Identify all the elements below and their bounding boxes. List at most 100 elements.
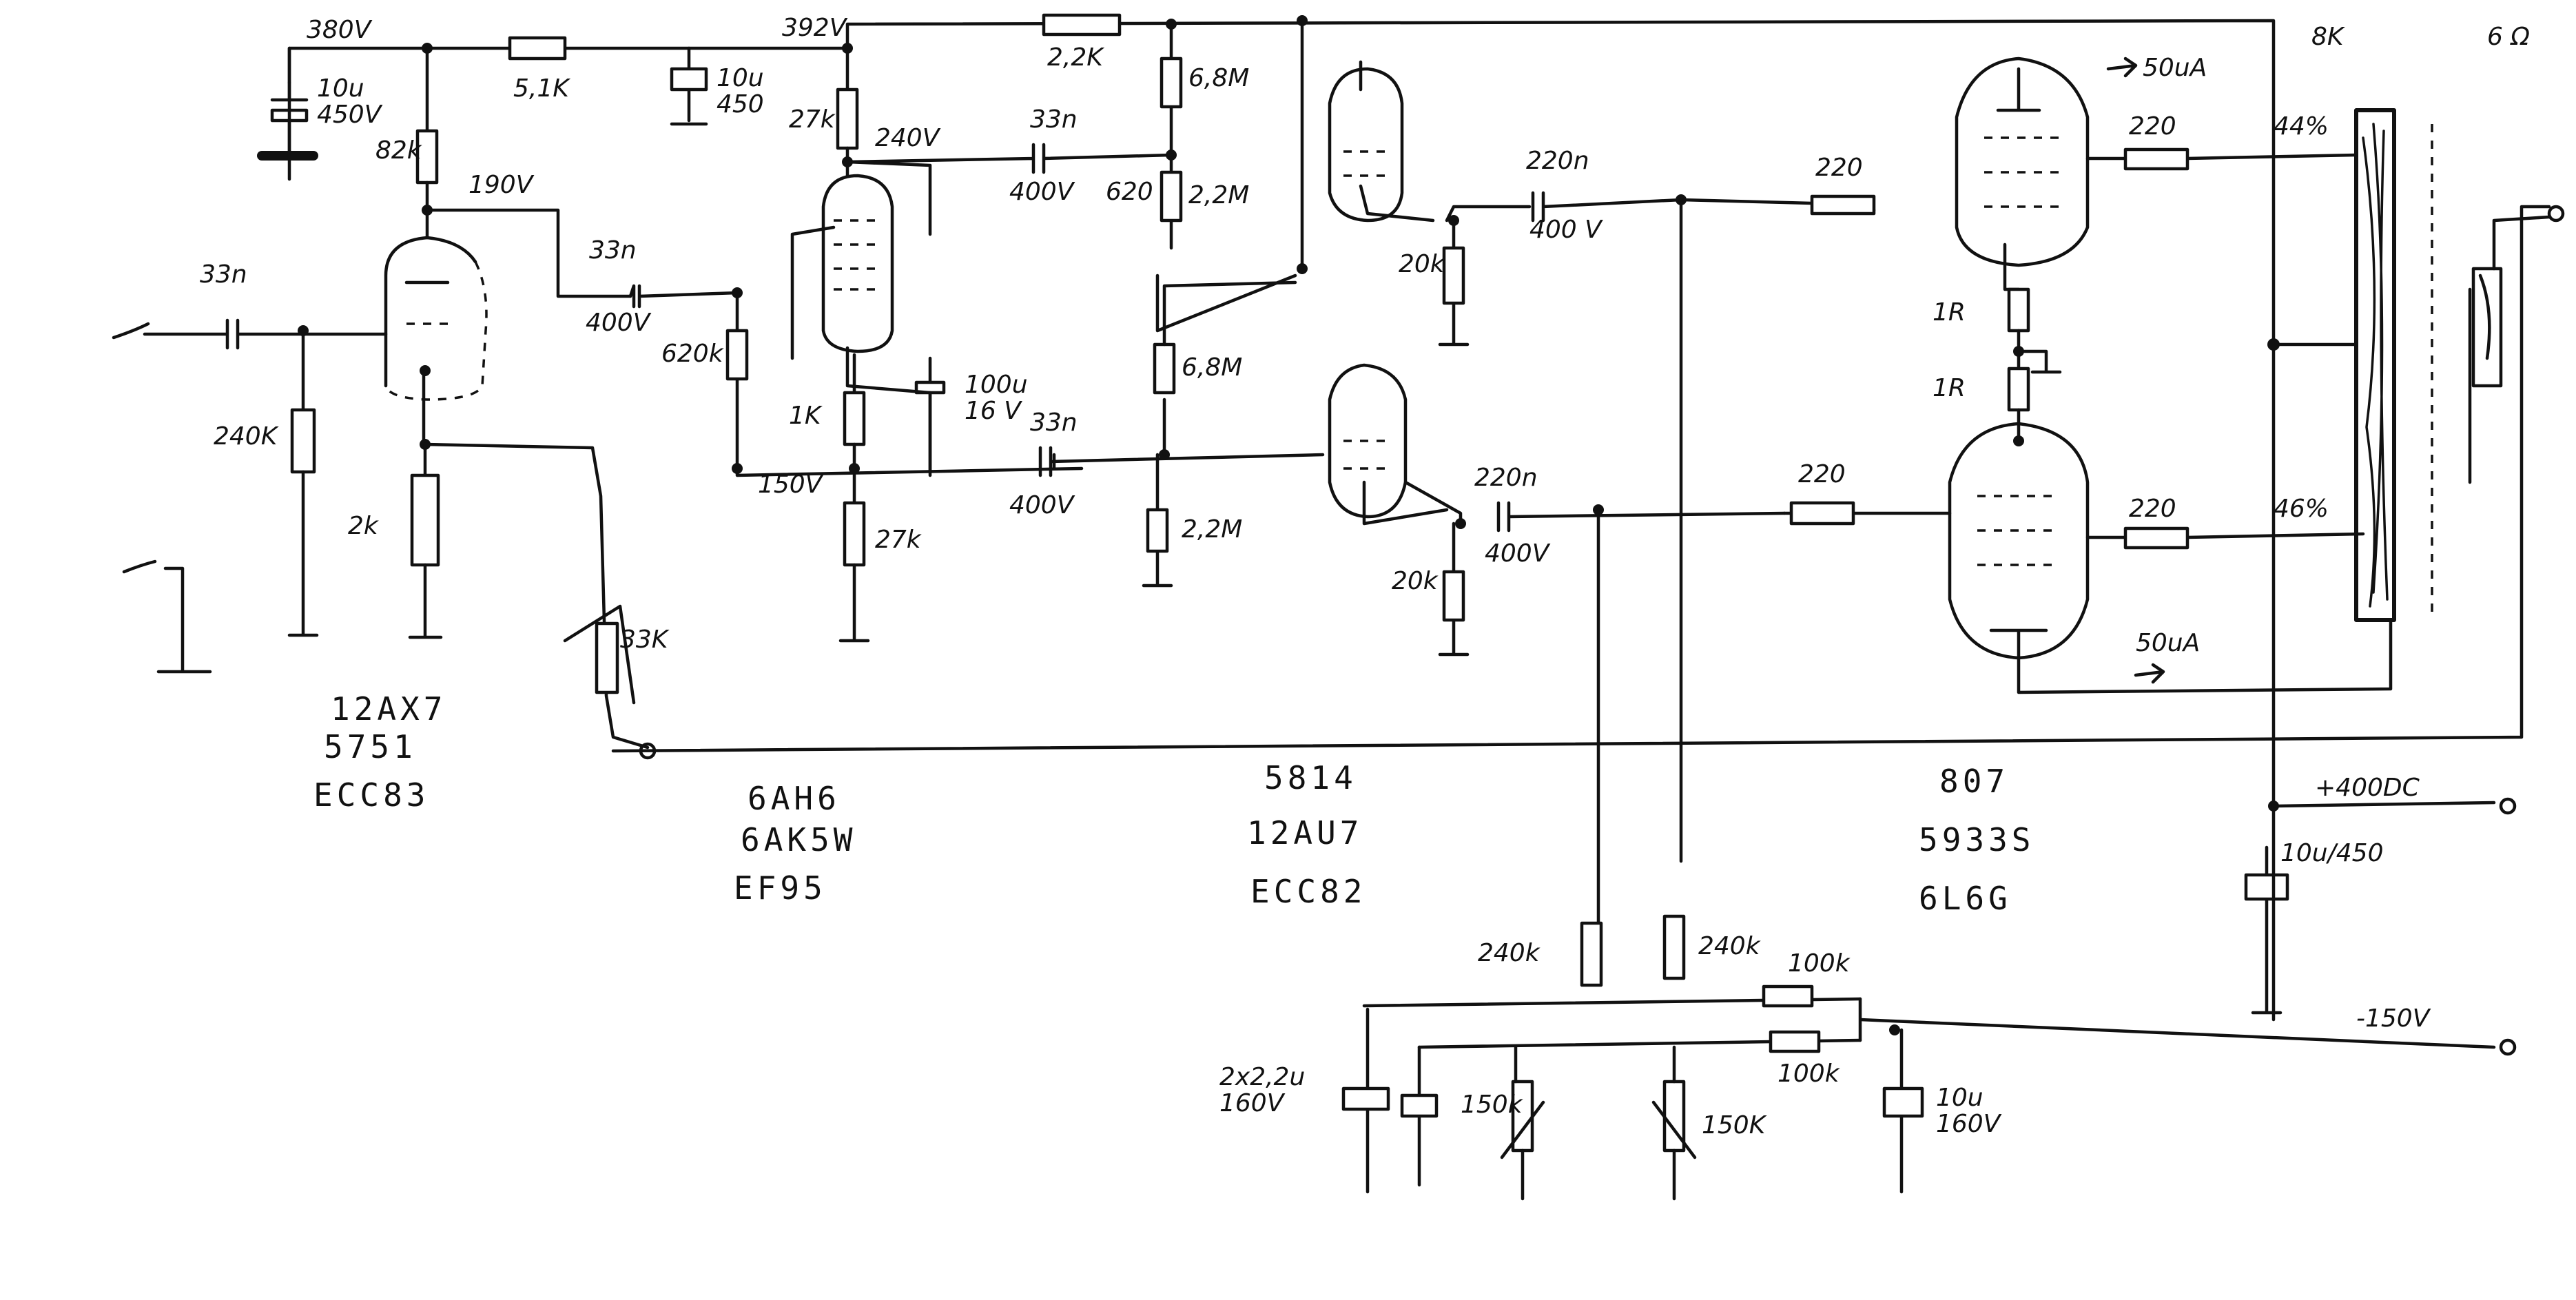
svg-text:6L6G: 6L6G [1919, 880, 2012, 917]
label-400v-top: 400 V [1529, 216, 1603, 244]
label-240v: 240V [875, 124, 941, 152]
label-190v: 190V [468, 171, 535, 199]
cap-10u-450v [263, 81, 312, 159]
svg-text:807: 807 [1939, 763, 2009, 800]
label-6-ohm: 6 Ω [2487, 23, 2530, 51]
tube-12au7-upper [1328, 67, 1404, 223]
label-220-g2: 220 [1798, 460, 1846, 488]
label-current-b: 50uA [2136, 629, 2200, 657]
resistor-220-g2 [1782, 501, 1952, 526]
svg-text:ECC82: ECC82 [1250, 873, 1366, 910]
input-coupling [112, 318, 388, 412]
svg-text:ECC83: ECC83 [313, 776, 429, 814]
label-supply-neg: -150V [2356, 1004, 2431, 1033]
label-400v-b2: 400V [1485, 539, 1551, 568]
label-1r-b: 1R [1933, 374, 1966, 402]
label-620k: 620k [661, 340, 725, 368]
resistor-1r-a [2007, 287, 2030, 333]
label-380v: 380V [307, 16, 373, 44]
svg-text:6AH6: 6AH6 [748, 780, 841, 817]
output-transformer [2354, 108, 2396, 622]
label-240k: 240K [214, 422, 279, 451]
resistor-2k2 [1042, 13, 1122, 37]
cap-100u-16v [914, 356, 946, 474]
resistor-1r-b [2007, 367, 2030, 412]
resistor-240k-a [1580, 921, 1603, 987]
tube-list-stage4: 807 5933S 6L6G [1919, 763, 2034, 917]
label-2m2-b: 2,2M [1182, 515, 1242, 544]
label-6m8-top: 6,8M [1188, 64, 1249, 92]
label-400v-mid: 400V [1009, 178, 1075, 206]
label-33n-coup: 33n [589, 236, 637, 265]
resistor-27k-cathode [843, 501, 866, 567]
label-220-scr1: 220 [2129, 112, 2176, 141]
coupler-33n-b [1038, 446, 1325, 477]
resistor-2m2-top [1160, 170, 1183, 223]
feedback-wire [423, 442, 650, 750]
label-33n-mid: 33n [1030, 105, 1078, 134]
resistor-220-scr2 [2123, 526, 2189, 550]
resistor-100k-a [1762, 984, 1814, 1008]
label-33n-in: 33n [200, 260, 247, 289]
plate-to-coupler [425, 208, 632, 298]
label-1k: 1K [789, 402, 823, 430]
resistor-6m8-top [1160, 56, 1183, 109]
cap-10u-160v [1882, 1028, 1924, 1194]
label-33n-b: 33n [1030, 409, 1078, 437]
feedback-return [611, 205, 2551, 753]
bias-wires [1596, 198, 1683, 939]
label-10u-450-b: 10u/450 [2280, 839, 2383, 867]
svg-text:5933S: 5933S [1919, 821, 2034, 858]
label-240k-a: 240k [1478, 939, 1541, 967]
tube-list-stage1: 12AX7 5751 ECC83 [313, 690, 442, 814]
label-220n-top: 220n [1526, 147, 1589, 175]
tube-list-stage2: 6AH6 6AK5W EF95 [734, 780, 856, 907]
cap-2x22u-b [1400, 1045, 1439, 1187]
label-100k-b: 100k [1778, 1060, 1841, 1088]
label-150k-b: 150K [1702, 1111, 1767, 1139]
label-392v: 392V [782, 14, 848, 42]
label-8k: 8K [2311, 23, 2345, 51]
resistor-6m8-b [1153, 342, 1176, 395]
resistor-2m2-b [1146, 508, 1169, 553]
cap-2x22u-a [1341, 1007, 1390, 1194]
label-27k: 27k [789, 105, 836, 134]
svg-text:5751: 5751 [324, 728, 417, 765]
label-620-top: 620 [1106, 178, 1153, 206]
label-220-g1: 220 [1815, 154, 1863, 182]
label-27k-b: 27k [875, 526, 923, 554]
coupler-220n-b [1403, 480, 1786, 533]
resistor-240k-b [1662, 914, 1686, 980]
label-150v: 150V [758, 471, 824, 499]
tube-12ax7-envelope [384, 236, 477, 388]
pot-33k [595, 621, 619, 694]
resistor-2k-cathode [410, 473, 440, 567]
label-46pct: 46% [2274, 495, 2329, 523]
svg-text:6AK5W: 6AK5W [741, 821, 856, 858]
label-220-scr2: 220 [2129, 495, 2176, 523]
cap-10u-450-b [2244, 845, 2289, 1015]
resistor-20k-top [1442, 246, 1465, 305]
resistor-1k [843, 391, 866, 446]
svg-text:EF95: EF95 [734, 869, 827, 907]
label-5k1: 5,1K [513, 74, 570, 103]
tube-list-stage3: 5814 12AU7 ECC82 [1247, 759, 1366, 910]
label-6m8-b: 6,8M [1182, 353, 1242, 382]
label-240k-b: 240k [1698, 932, 1762, 960]
ground-symbol [122, 559, 212, 674]
label-100k-a: 100k [1788, 949, 1851, 978]
coupler-220n-top [1445, 191, 1683, 223]
tube-807-upper [1955, 56, 2090, 267]
label-150k-a: 150k [1461, 1091, 1524, 1119]
resistor-220-scr1 [2123, 147, 2189, 171]
stage2-plate-wire [845, 143, 1173, 236]
label-2m2-top: 2,2M [1188, 181, 1249, 209]
resistor-20k-b [1442, 570, 1465, 622]
